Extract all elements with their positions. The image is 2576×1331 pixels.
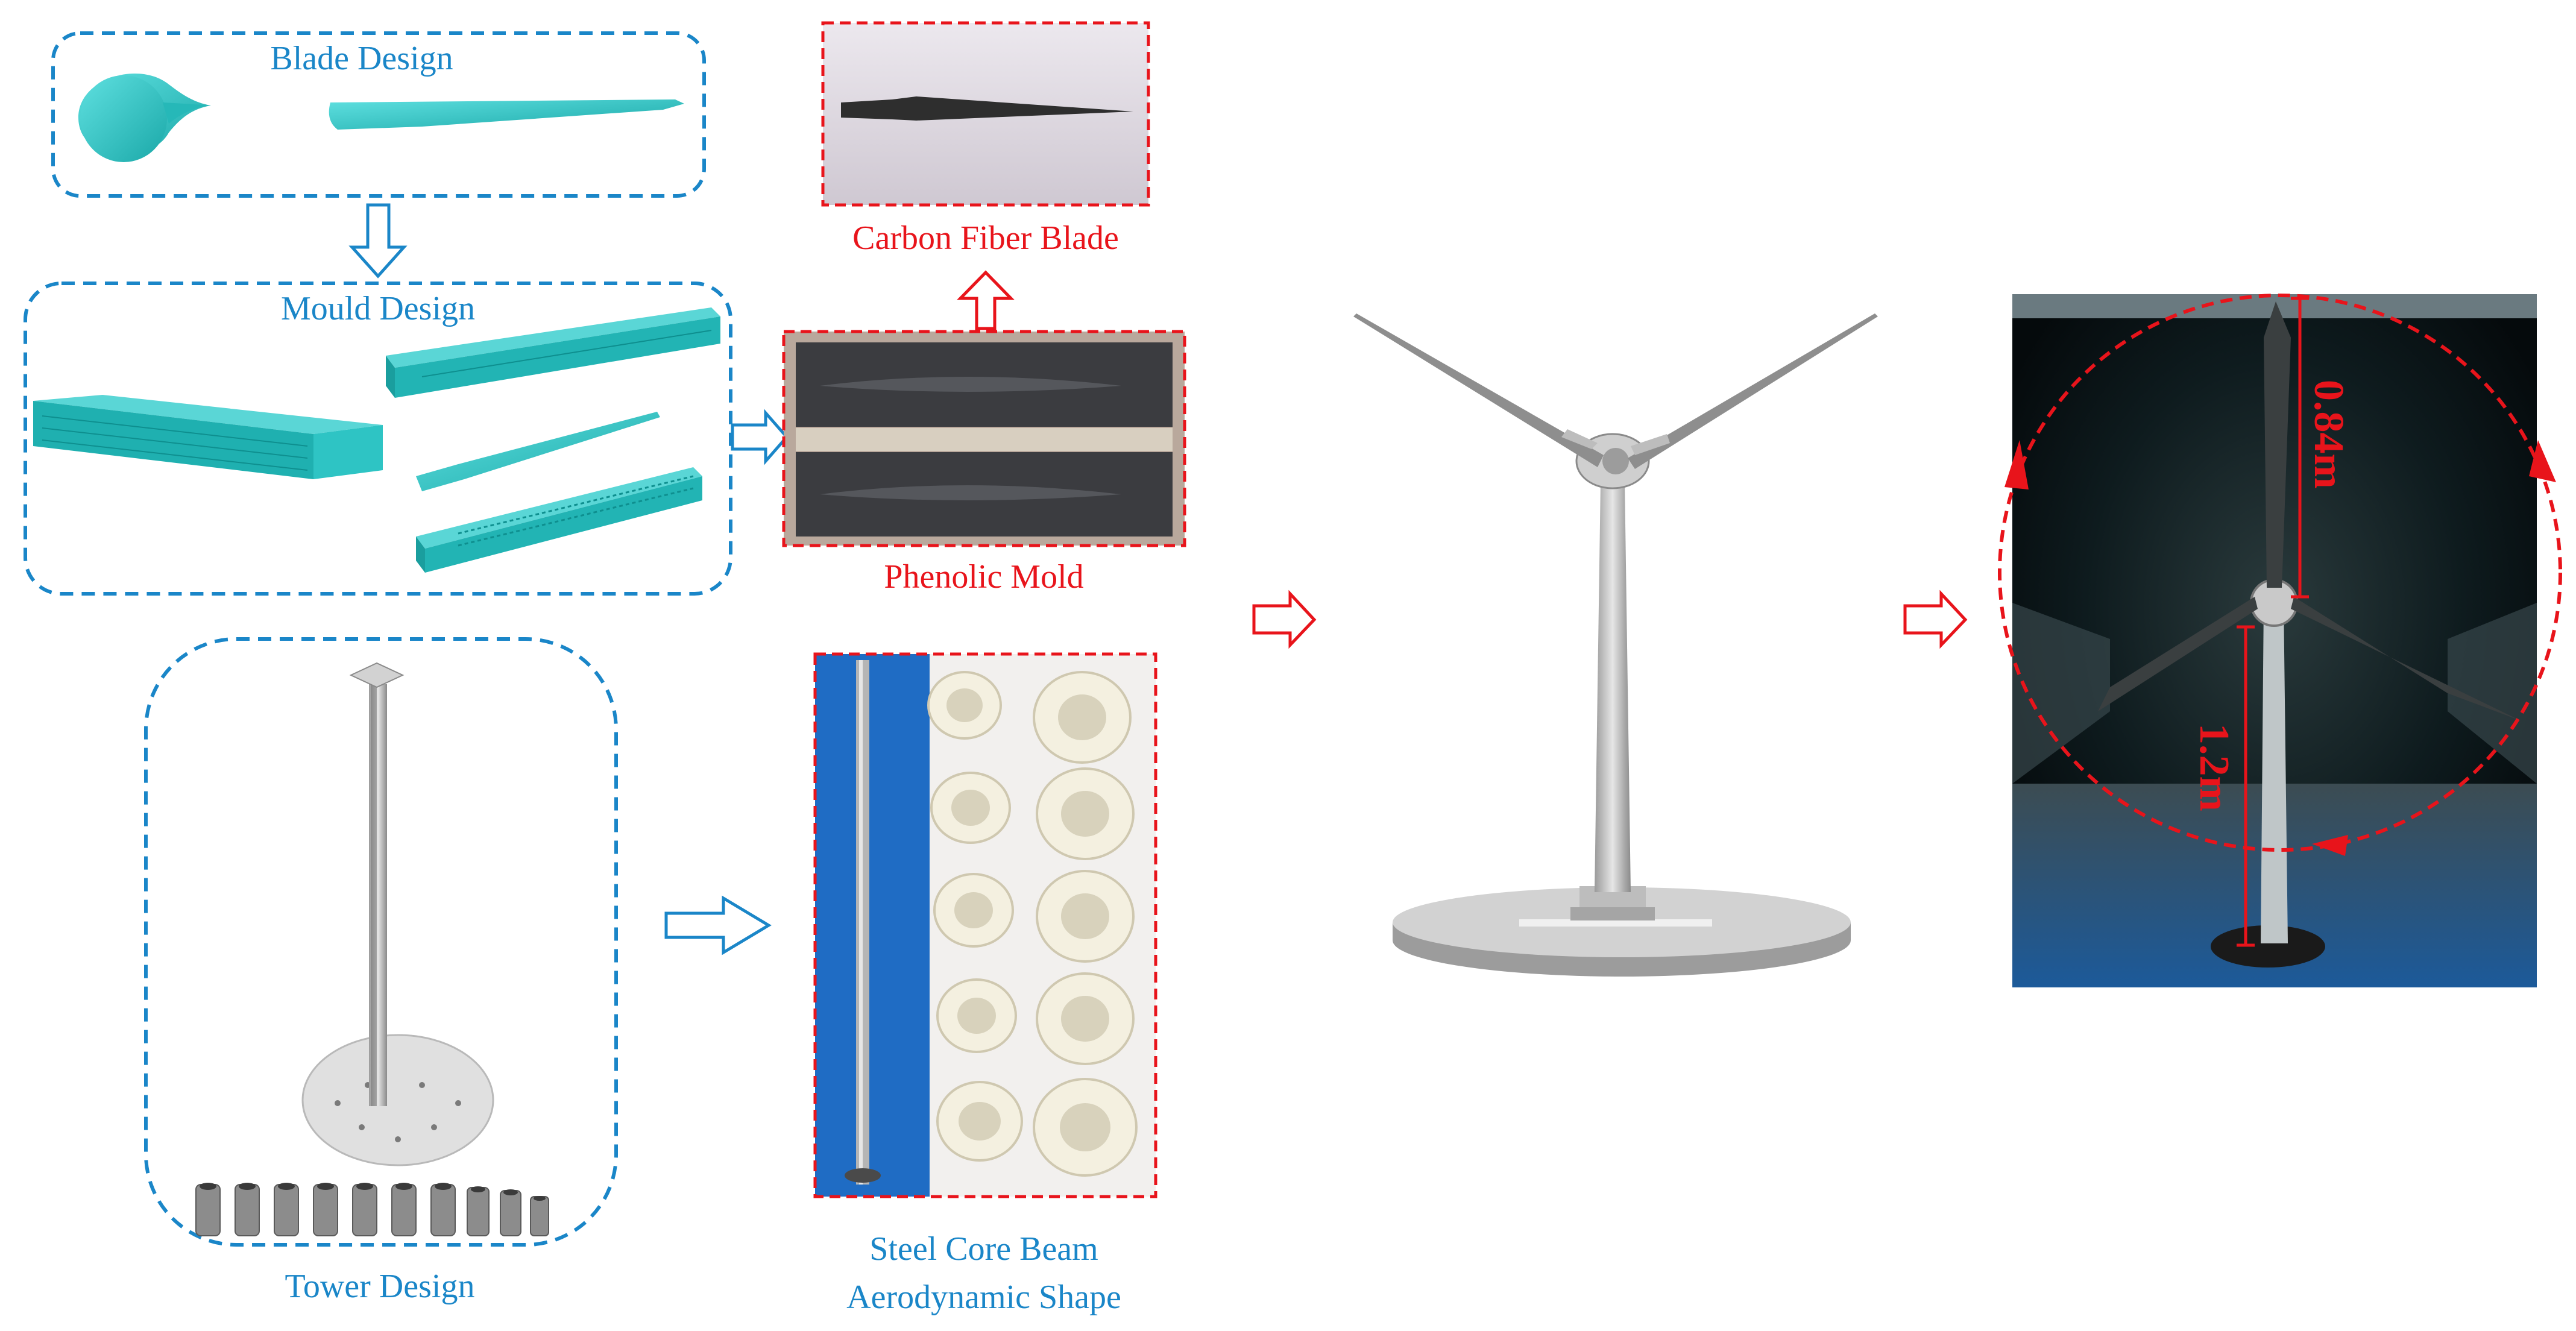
rotation-arrow-left — [2004, 440, 2029, 489]
steel-core-frame — [813, 652, 1157, 1198]
tower-base-model — [301, 1034, 494, 1166]
steel-core-beam-panel: Steel Core Beam Aerodynamic Shape — [813, 652, 1157, 1316]
phenolic-mold-panel: Phenolic Mold — [782, 330, 1186, 596]
tower-segments-model — [195, 1183, 549, 1236]
turbine-model-render — [1353, 313, 1878, 977]
arrow-tower-to-steel — [664, 895, 772, 955]
phenolic-mold-label: Phenolic Mold — [884, 558, 1083, 596]
carbon-blade-label: Carbon Fiber Blade — [852, 219, 1119, 257]
mould-design-label: Mould Design — [281, 290, 475, 327]
arrow-model-to-tunnel — [1903, 590, 1968, 649]
carbon-fiber-blade-panel: Carbon Fiber Blade — [821, 21, 1150, 257]
blade-cad-model — [329, 99, 684, 130]
aerodynamic-shape-label: Aerodynamic Shape — [846, 1279, 1121, 1316]
carbon-blade-frame — [821, 21, 1150, 207]
tower-design-label: Tower Design — [285, 1268, 475, 1305]
mould-blade-model — [416, 412, 660, 491]
mould-bottom-half-model — [416, 467, 702, 573]
mould-top-half-model — [386, 307, 720, 398]
steel-core-beam-label: Steel Core Beam — [869, 1230, 1098, 1268]
arrow-mould-to-phenolic — [731, 409, 789, 465]
phenolic-mold-frame — [782, 330, 1186, 547]
blade-design-frame — [51, 31, 706, 198]
mould-design-panel: Mould Design — [24, 282, 732, 596]
arrow-components-to-model — [1252, 590, 1317, 649]
wind-tunnel-photo: 0.84m 1.2m — [1998, 294, 2562, 987]
blade-design-label: Blade Design — [270, 40, 453, 77]
tower-column-model — [349, 662, 405, 1106]
arrow-blade-to-mould — [348, 203, 408, 278]
rotation-arrow-bottom — [2312, 835, 2348, 856]
dimension-lines — [2237, 297, 2309, 947]
mould-design-frame — [24, 282, 732, 596]
blade-airfoil-shape — [78, 73, 211, 162]
rotation-arrow-right — [2529, 440, 2556, 482]
mould-assembly-model — [33, 395, 383, 479]
turbine-blades — [1353, 313, 1878, 469]
rotor-sweep-circle — [1998, 294, 2562, 852]
arrow-phenolic-to-carbon — [957, 270, 1015, 330]
tower-dimension-label: 1.2m — [2191, 723, 2237, 811]
rotor-dimension-label: 0.84m — [2305, 380, 2352, 489]
blade-design-panel: Blade Design — [51, 31, 706, 198]
carbon-blade-shape — [841, 96, 1133, 121]
tower-design-panel: Tower Design — [144, 637, 618, 1305]
